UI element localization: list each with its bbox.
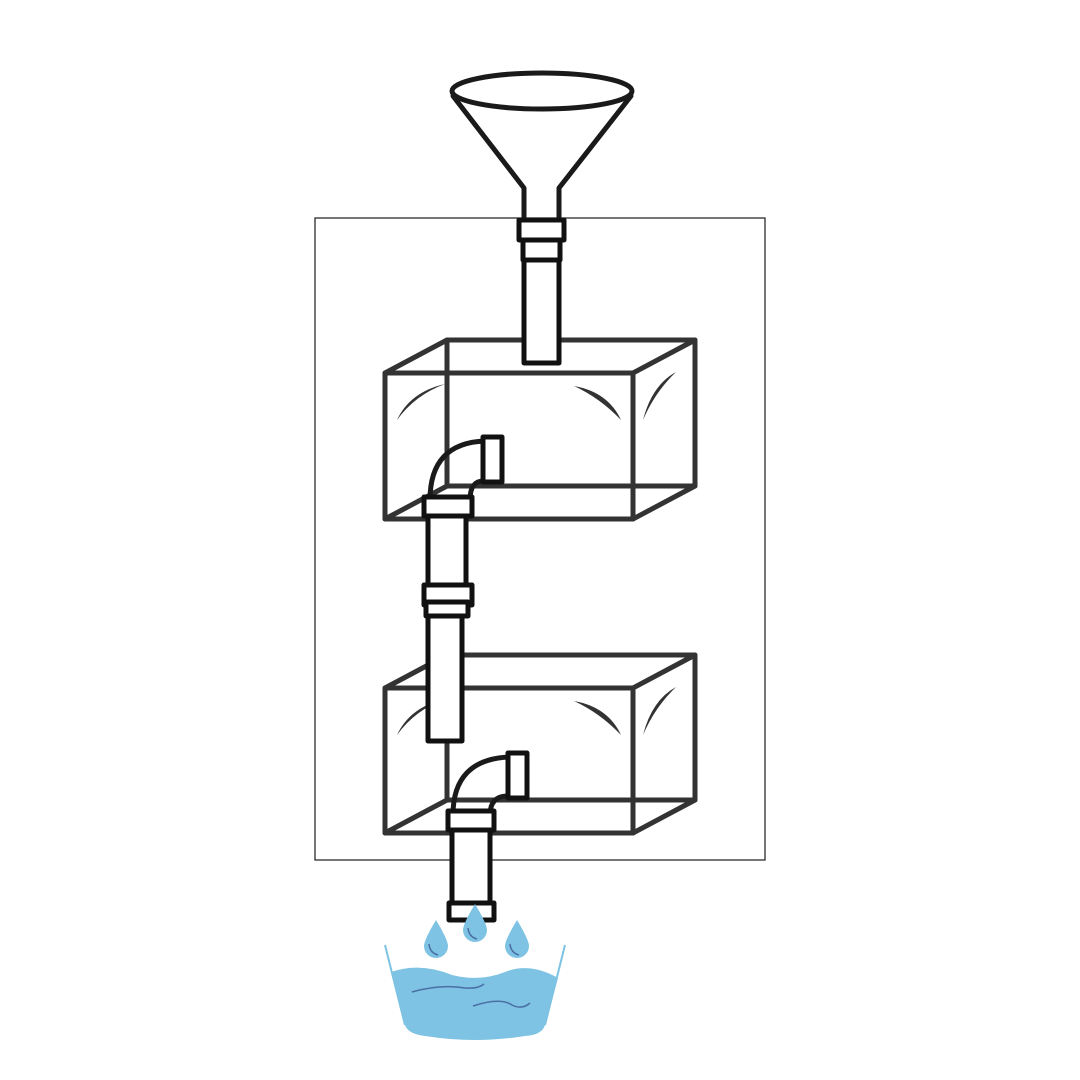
lower-tank	[382, 652, 698, 836]
elbow-lower	[450, 754, 513, 818]
glint-right	[643, 687, 676, 735]
glint-right	[643, 372, 676, 420]
connecting-pipe	[421, 434, 505, 744]
outlet-pipe	[445, 750, 530, 923]
elbow-upper	[427, 438, 488, 503]
glint-left	[397, 384, 445, 420]
water-body	[391, 967, 558, 1040]
water-drop-1	[424, 920, 448, 958]
collection-bucket	[384, 944, 566, 1040]
water-drops	[424, 904, 529, 958]
inlet-pipe	[516, 217, 567, 366]
water-drop-2	[463, 904, 487, 942]
water-drop-3	[505, 920, 529, 958]
upper-tank	[382, 337, 698, 522]
funnel	[449, 70, 635, 223]
glint-mid	[574, 386, 621, 420]
glint-mid	[574, 701, 621, 735]
